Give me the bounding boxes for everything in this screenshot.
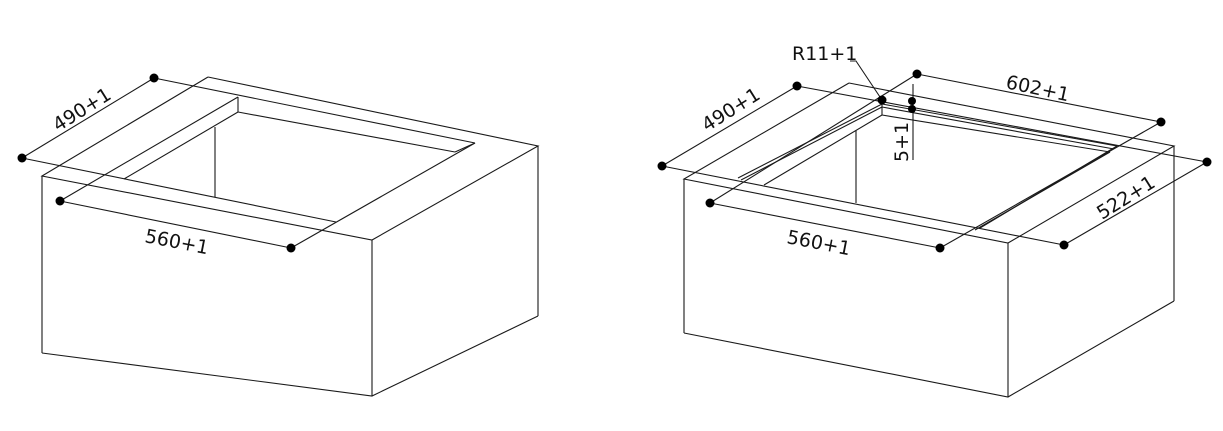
right-extension-line (796, 85, 1208, 163)
right-inner-edge (881, 106, 1115, 150)
right-depth-dimension-line (661, 85, 798, 167)
right-depth-label: 490+1 (698, 84, 764, 137)
right-inner-edge (740, 106, 883, 181)
left-box-outline (40, 76, 540, 241)
right-width-label: 560+1 (785, 226, 852, 260)
dimension-dot (1059, 240, 1069, 250)
dimension-dot (705, 198, 715, 208)
left-depth-dimension-line (21, 77, 155, 159)
dimension-dot (912, 69, 922, 79)
left-extension-line (290, 142, 476, 249)
right-extension-line (709, 73, 918, 204)
right-outer-depth-dimension-line (1063, 161, 1208, 246)
left-inner-edge (237, 111, 456, 153)
left-extension-line (153, 77, 476, 144)
left-width-dimension-line (59, 200, 292, 249)
left-extension-line (21, 157, 337, 223)
right-extension-line (661, 165, 1065, 246)
right-width-dimension-line (709, 202, 941, 249)
dimension-dot (792, 81, 802, 91)
left-inner-edge (123, 111, 239, 180)
dimension-dot (935, 243, 945, 253)
radius-label: R11+1 (792, 43, 857, 65)
radius-leader-line (850, 60, 883, 101)
dimension-dot (657, 161, 667, 171)
left-extension-line (59, 96, 239, 202)
recess-label: 5+1 (891, 122, 913, 162)
right-inner-edge (881, 114, 1111, 153)
right-extension-line (939, 121, 1162, 249)
dimension-dot (877, 95, 887, 105)
left-width-label: 560+1 (143, 225, 210, 259)
dimension-dot (908, 97, 916, 105)
right-outer-depth-label: 522+1 (1093, 172, 1159, 225)
dimension-dot (1156, 117, 1166, 127)
dimension-dot (55, 196, 65, 206)
right-outer-width-label: 602+1 (1004, 71, 1071, 106)
left-box-bottom (41, 315, 539, 397)
dimension-dot (17, 153, 27, 163)
right-box: R11+1 490+1 602+1 5+1 522+1 560+1 (657, 43, 1212, 398)
dimension-dot (908, 105, 916, 113)
dimension-dot (1202, 157, 1212, 167)
right-inner-edge (974, 151, 1111, 231)
left-box: 490+1 560+1 (17, 73, 540, 397)
left-depth-label: 490+1 (49, 84, 115, 137)
dimension-dot (286, 243, 296, 253)
dimension-dot (149, 73, 159, 83)
right-inner-edge (881, 103, 1118, 147)
right-inner-edge (763, 114, 883, 186)
right-outer-width-dimension-line (916, 73, 1162, 123)
right-box-bottom (683, 300, 1175, 398)
